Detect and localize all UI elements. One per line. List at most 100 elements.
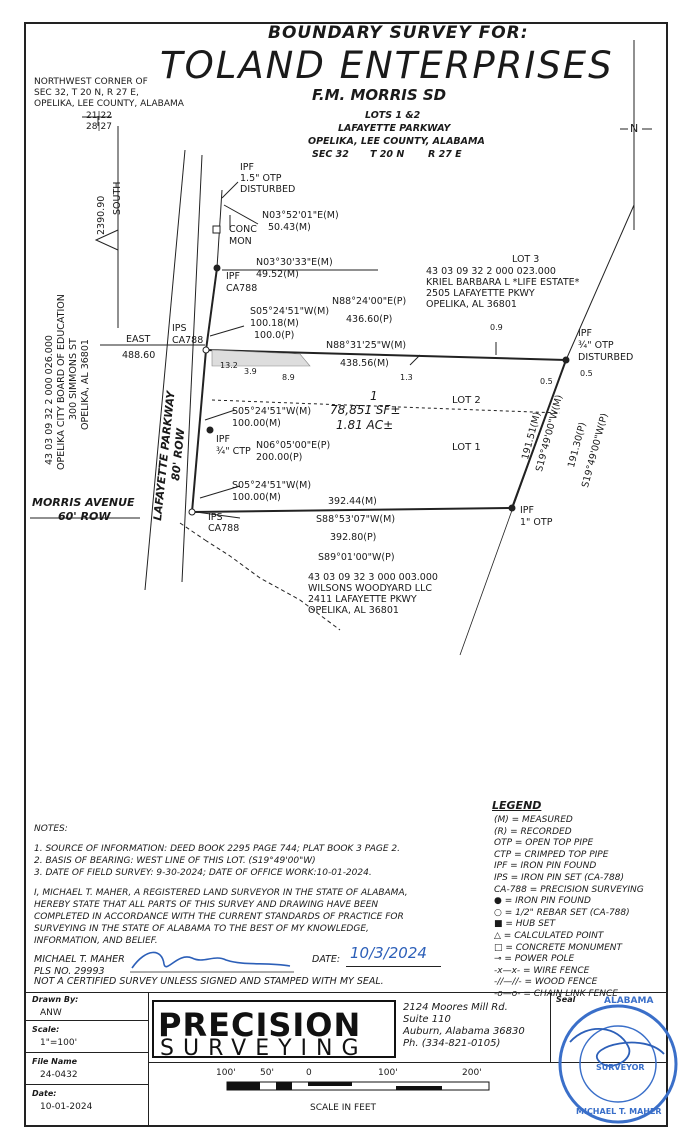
- twp-line: T 20 N: [370, 149, 405, 160]
- dist-5p: 200.00(P): [256, 452, 303, 463]
- dist-3: 100.18(M): [250, 318, 299, 329]
- rule-3: [26, 1084, 148, 1085]
- ips-sw-label: IPS: [208, 512, 223, 523]
- west-boundary-line: [191, 349, 207, 513]
- tie-direction: SOUTH: [112, 181, 123, 215]
- section-grid-bottom: 28|27: [86, 122, 112, 132]
- file-name-value: 24-0432: [40, 1070, 78, 1080]
- offset-132: 13.2: [220, 361, 238, 370]
- dist-6: 100.00(M): [232, 492, 281, 503]
- legend-item-text: = WOOD FENCE: [524, 977, 598, 988]
- otp-ne-label: ¾" OTP: [578, 340, 614, 351]
- disturbed-ne-label: DISTURBED: [578, 352, 634, 363]
- bearing-1: N03°52'01"E(M): [262, 210, 339, 221]
- legend-item: ● = IRON PIN FOUND: [494, 896, 591, 908]
- bearing-4: S05°24'51"W(M): [232, 406, 312, 417]
- sec-line: SEC 32: [312, 149, 349, 160]
- morris-ave-label: MORRIS AVENUE: [32, 496, 135, 509]
- east-label: EAST: [126, 334, 151, 345]
- legend-item-text: = HUB SET: [505, 919, 556, 930]
- dist-3p: 100.0(P): [254, 330, 295, 341]
- legend-item: -o—o- = CHAIN LINK FENCE: [494, 989, 618, 1001]
- ctp-label: ¾" CTP: [216, 446, 251, 457]
- scale-tick-label: 200': [462, 1068, 482, 1078]
- legend-item-text: (R) = RECORDED: [494, 826, 572, 837]
- mon-label: MON: [229, 236, 252, 247]
- title-block-divider-1: [148, 992, 149, 1127]
- otp-top-label: 1.5" OTP: [240, 173, 282, 184]
- legend-item-text: = IRON PIN FOUND: [504, 896, 591, 907]
- south-boundary-line: [191, 507, 513, 513]
- dist-1: 50.43(M): [268, 222, 311, 233]
- south-bear-m: S88°53'07"W(M): [316, 514, 396, 525]
- bearing-6: S05°24'51"W(M): [232, 480, 312, 491]
- note-3: 3. DATE OF FIELD SURVEY: 9-30-2024; DATE…: [34, 868, 372, 878]
- date-label: DATE:: [312, 954, 341, 965]
- nw-corner-line2: SEC 32, T 20 N, R 27 E,: [34, 88, 139, 98]
- west-owner: OPELIKA CITY BOARD OF EDUCATION: [56, 294, 67, 470]
- ca788-1: CA788: [226, 283, 258, 294]
- legend-symbol-icon: -o—o-: [494, 989, 524, 999]
- bearing-n88m: N88°31'25"W(M): [326, 340, 407, 351]
- ipf-ca-label: IPF: [226, 271, 240, 282]
- surveyor-seal: [558, 1004, 678, 1124]
- dist-2: 49.52(M): [256, 269, 299, 280]
- address-line-1: 2124 Moores Mill Rd.: [403, 1002, 508, 1013]
- legend-item: (R) = RECORDED: [494, 827, 572, 839]
- south-owner: WILSONS WOODYARD LLC: [308, 583, 433, 594]
- cert-line-1: I, MICHAEL T. MAHER, A REGISTERED LAND S…: [34, 888, 408, 898]
- seal-role: SURVEYOR: [596, 1063, 645, 1072]
- legend-item: -x—x- = WIRE FENCE: [494, 966, 589, 978]
- ipf-ctp-label: IPF: [216, 434, 230, 445]
- legend-item-text: CTP = CRIMPED TOP PIPE: [494, 849, 609, 860]
- rule-2: [26, 1052, 148, 1053]
- seal-name: MICHAEL T. MAHER: [576, 1107, 662, 1116]
- tie-distance: 2390.90: [96, 195, 107, 235]
- surveyor-name: MICHAEL T. MAHER: [34, 954, 125, 965]
- legend-item-text: CA-788 = PRECISION SURVEYING: [494, 884, 644, 895]
- pls-number: PLS NO. 29993: [34, 966, 105, 977]
- south-bear-p: S89°01'00"W(P): [318, 552, 395, 563]
- bearing-3: S05°24'51"W(M): [250, 306, 330, 317]
- offset-39: 3.9: [244, 367, 257, 376]
- legend-symbol-icon: -x—x-: [494, 965, 524, 976]
- cert-line-3: COMPLETED IN ACCORDANCE WITH THE CURRENT…: [34, 912, 404, 922]
- south-addr1: 2411 LAFAYETTE PKWY: [308, 594, 417, 605]
- ca788-2: CA788: [172, 335, 204, 346]
- area-ac: 1.81 AC±: [336, 418, 394, 432]
- legend-item-text: IPS = IRON PIN SET (CA-788): [494, 873, 624, 883]
- area-sf: 78,851 SF±: [330, 403, 401, 417]
- seal-state: ALABAMA: [604, 996, 654, 1006]
- legend-item-text: = 1/2" REBAR SET (CA-788): [504, 907, 630, 918]
- date-block-label: Date:: [32, 1089, 57, 1098]
- legend-item: (M) = MEASURED: [494, 815, 573, 827]
- legend-item-text: OTP = OPEN TOP PIPE: [494, 838, 594, 849]
- scale-tick-label: 100': [378, 1068, 398, 1078]
- south-parcel: 43 03 09 32 3 000 003.000: [308, 572, 438, 583]
- notes-title: NOTES:: [34, 824, 68, 834]
- drawn-by-label: Drawn By:: [32, 995, 79, 1004]
- client-name: TOLAND ENTERPRISES: [160, 44, 614, 87]
- offset-05a: 0.5: [540, 377, 553, 386]
- legend-item-text: IPF = IRON PIN FOUND: [494, 861, 597, 872]
- south-dist-p: 392.80(P): [330, 532, 377, 543]
- bearing-5p: N06°05'00"E(P): [256, 440, 331, 451]
- legend-symbol-icon: -//—//-: [494, 977, 525, 988]
- west-addr2: OPELIKA, AL 36801: [80, 339, 91, 430]
- ipf-se-label: IPF: [520, 505, 534, 516]
- legend-item: ○ = 1/2" REBAR SET (CA-788): [494, 908, 630, 920]
- lot3-label: LOT 3: [512, 254, 540, 265]
- legend-item-text: = CALCULATED POINT: [503, 931, 604, 941]
- legend-item: ⊸ = POWER POLE: [494, 954, 574, 966]
- morris-row-label: 60' ROW: [58, 510, 111, 523]
- offset-13: 1.3: [400, 373, 413, 382]
- dist-n88p: 436.60(P): [346, 314, 393, 325]
- legend-item-text: = CONCRETE MONUMENT: [505, 942, 622, 953]
- lot3-side-line: [565, 204, 635, 361]
- road-line: LAFAYETTE PARKWAY: [338, 123, 451, 134]
- disturbed-top-label: DISTURBED: [240, 184, 296, 195]
- address-line-3: Auburn, Alabama 36830: [403, 1026, 525, 1037]
- lot-number: 1: [370, 389, 378, 403]
